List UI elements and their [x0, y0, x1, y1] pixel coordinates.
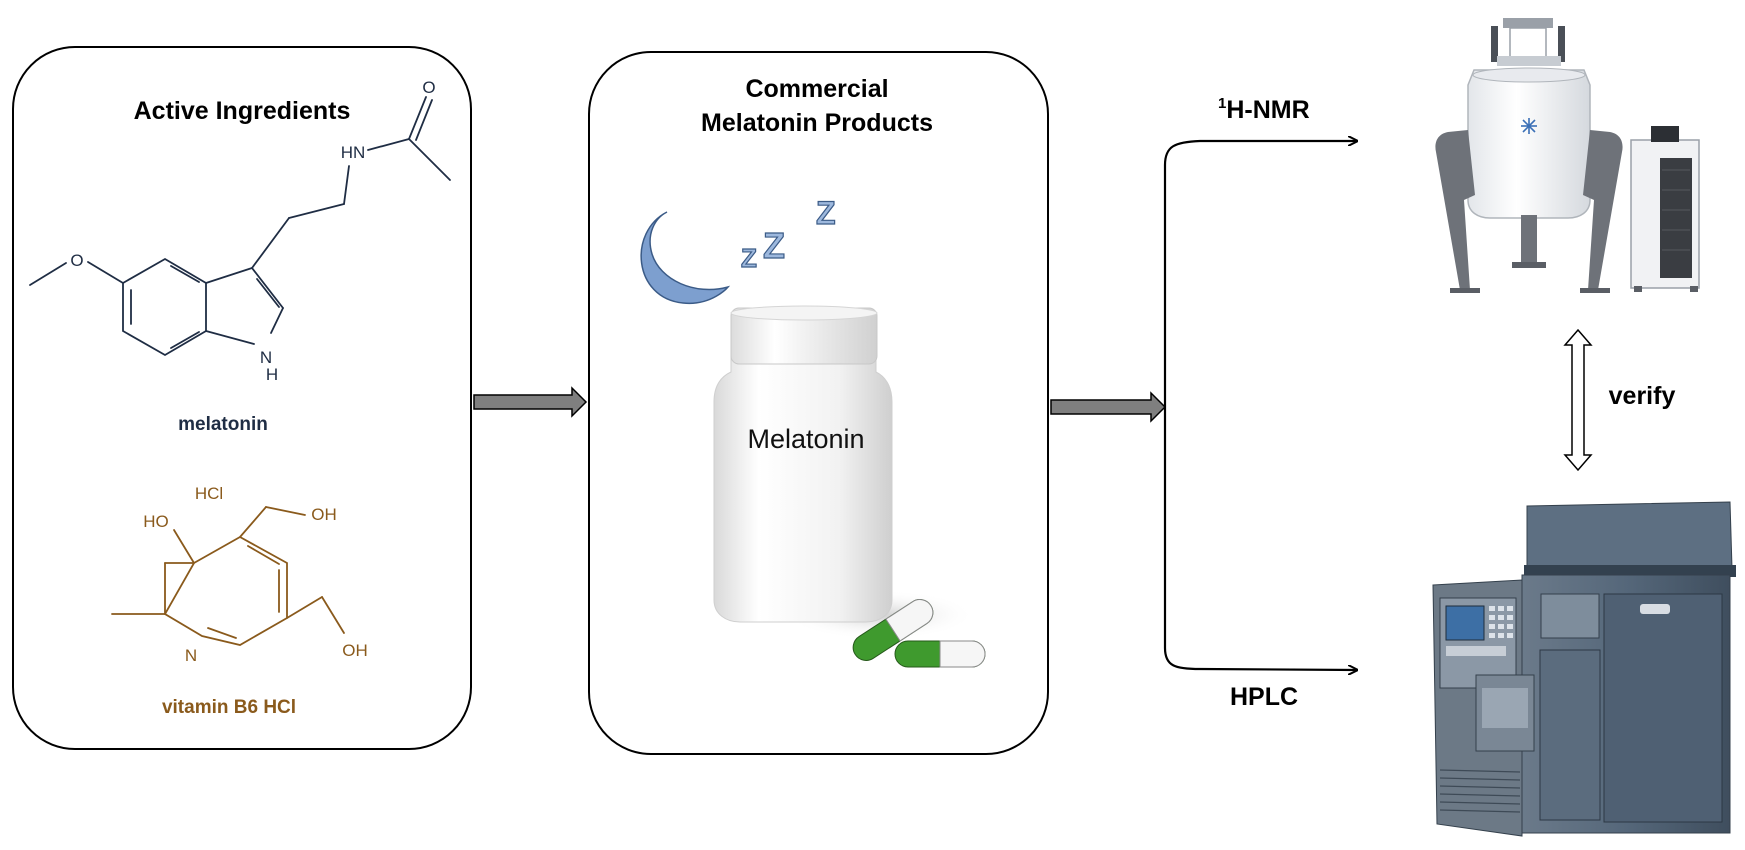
vitamin-b6-atoms: HCl HO OH OH N [143, 484, 368, 665]
melatonin-o-carbonyl: O [422, 78, 435, 97]
vitamin-b6-ho: HO [143, 512, 169, 531]
products-title-line1: Commercial [745, 75, 888, 103]
products-title-line2: Melatonin Products [701, 109, 933, 137]
hplc-label: HPLC [1230, 683, 1298, 711]
arrow-ingredients-to-products [473, 386, 588, 418]
vitamin-b6-n: N [185, 646, 197, 665]
bottle-label: Melatonin [747, 424, 864, 454]
melatonin-bottle [713, 305, 975, 640]
melatonin-name: melatonin [178, 414, 268, 435]
capsule-icons [852, 599, 986, 668]
melatonin-structure [29, 96, 451, 357]
verify-label: verify [1609, 382, 1676, 410]
nmr-spectrometer-icon [1435, 18, 1700, 293]
active-ingredients-title: Active Ingredients [134, 97, 351, 125]
melatonin-hn-amide: HN [341, 143, 366, 162]
melatonin-atoms: O HN O N H [70, 78, 435, 384]
sleep-z-icons: Z Z Z [740, 194, 836, 273]
nmr-label: 1H-NMR [1218, 95, 1310, 124]
z-letter-large: Z [816, 195, 836, 231]
nmr-superscript: 1 [1218, 95, 1226, 112]
z-letter-medium: Z [763, 225, 785, 266]
sleep-moon-icon [640, 211, 731, 304]
vitamin-b6-hcl: HCl [195, 484, 223, 503]
vitamin-b6-structure [111, 506, 345, 646]
vitamin-b6-oh-bottom: OH [342, 641, 368, 660]
verify-double-arrow [1563, 328, 1593, 472]
melatonin-n-indole: N [260, 348, 272, 367]
active-ingredients-panel [12, 46, 472, 750]
vitamin-b6-name: vitamin B6 HCl [162, 697, 296, 718]
vitamin-b6-oh-top: OH [311, 505, 337, 524]
branch-connector [1163, 141, 1357, 670]
nmr-label-text: H-NMR [1226, 96, 1309, 124]
z-letter-small: Z [741, 243, 757, 273]
melatonin-o-methoxy: O [70, 251, 83, 270]
arrow-products-to-analysis [1050, 391, 1167, 423]
melatonin-h-indole: H [266, 365, 278, 384]
hplc-instrument-icon [1432, 501, 1736, 837]
